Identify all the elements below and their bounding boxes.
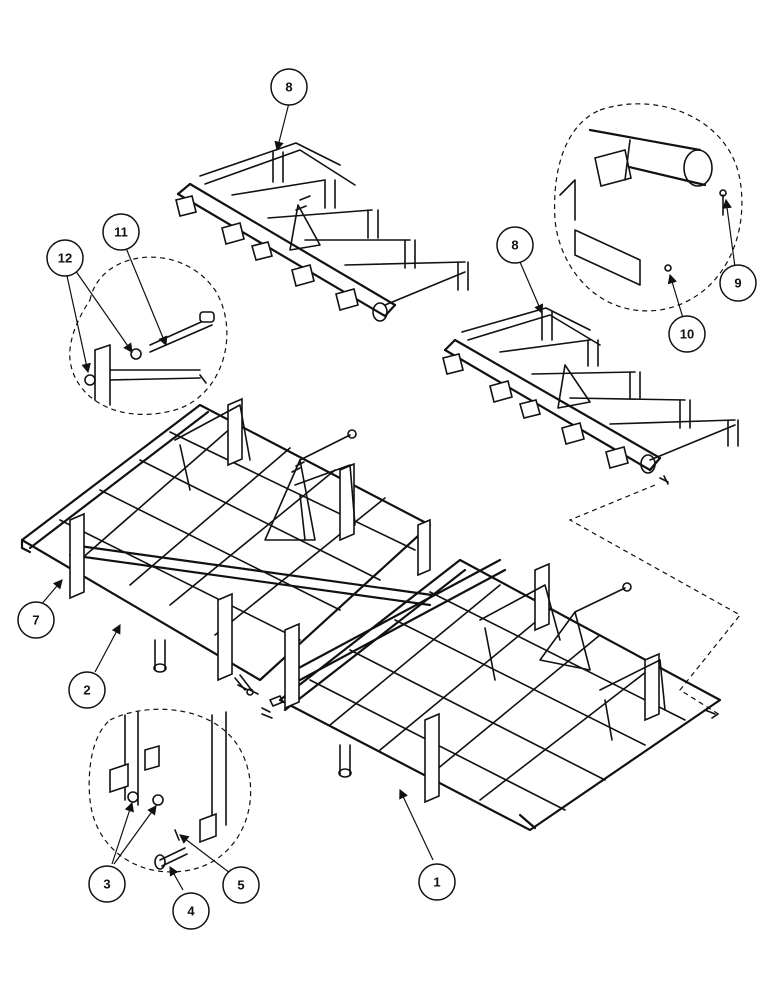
callout-12-label: 12 (58, 251, 72, 266)
detail-view-hitch-pin (69, 256, 228, 415)
callout-8-top: 8 (270, 68, 308, 106)
assembly-path-line (568, 484, 741, 716)
callout-5: 5 (222, 866, 260, 904)
callout-11: 11 (102, 213, 140, 251)
callout-1-label: 1 (433, 875, 440, 890)
leader-lines (39, 102, 736, 891)
callout-4-label: 4 (187, 904, 195, 919)
callout-7-label: 7 (32, 613, 39, 628)
callout-9-label: 9 (734, 276, 741, 291)
callout-5-label: 5 (237, 878, 244, 893)
detail-view-lower-link (88, 708, 252, 873)
right-main-frame (278, 558, 722, 832)
extension-frame-top (175, 142, 469, 322)
callout-1: 1 (418, 863, 456, 901)
detail-view-bracket (553, 103, 743, 312)
callout-8-right-label: 8 (511, 238, 518, 253)
callout-7: 7 (17, 601, 55, 639)
callout-2-label: 2 (83, 683, 90, 698)
callout-3: 3 (88, 865, 126, 903)
callout-3-label: 3 (103, 877, 110, 892)
callout-8-top-label: 8 (285, 80, 292, 95)
left-main-frame (20, 397, 434, 719)
callout-2: 2 (68, 671, 106, 709)
callout-9: 9 (719, 264, 757, 302)
callout-8-right: 8 (496, 226, 534, 264)
callout-10: 10 (668, 315, 706, 353)
callout-12: 12 (46, 239, 84, 277)
extension-frame-right (442, 307, 739, 485)
callout-11-label: 11 (114, 225, 128, 240)
callout-10-label: 10 (680, 327, 694, 342)
callout-4: 4 (172, 892, 210, 930)
